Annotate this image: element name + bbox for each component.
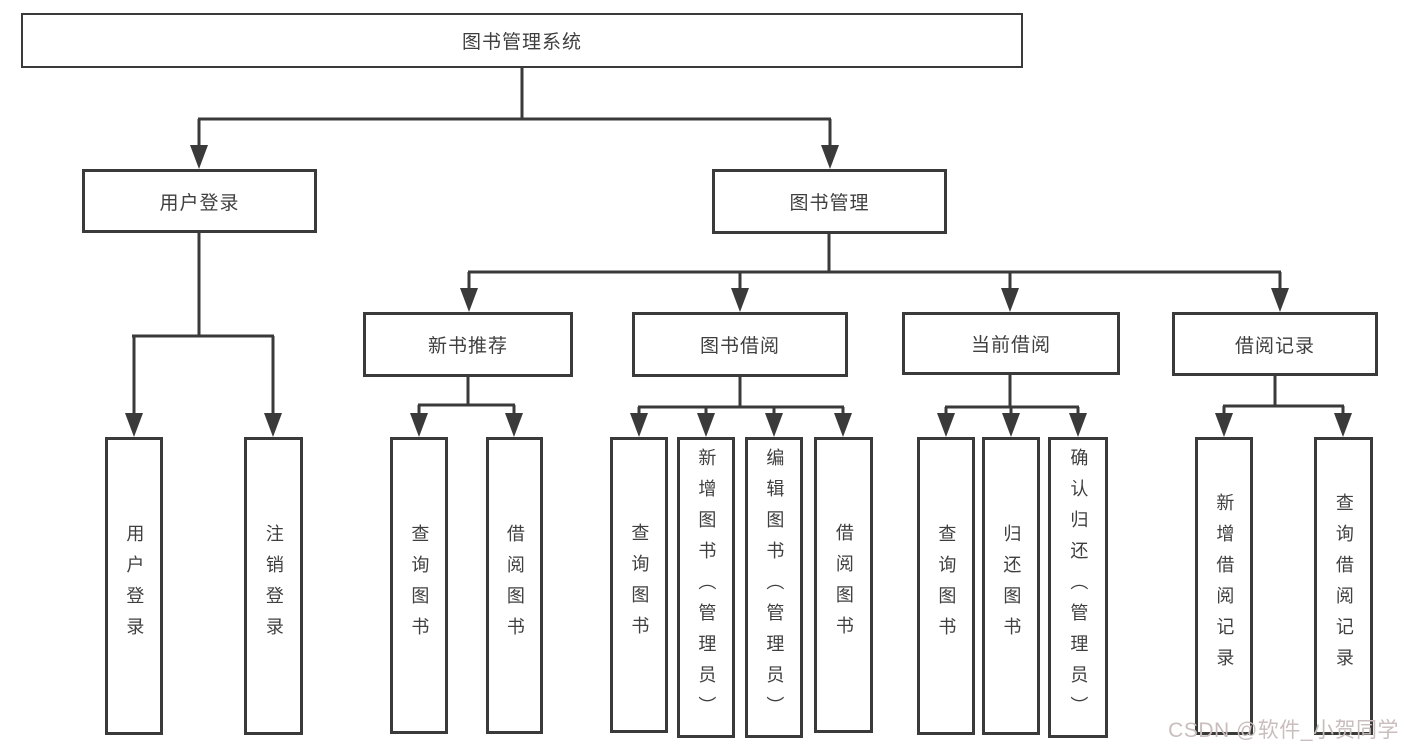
leaf-edit-books-admin-label: 编辑图书（管理员） (764, 448, 785, 727)
node-current-borrow: 当前借阅 (902, 312, 1120, 375)
arrow-down-icon (1069, 413, 1087, 437)
node-book-borrow: 图书借阅 (632, 312, 848, 377)
node-book-management: 图书管理 (712, 169, 947, 234)
node-borrow-records: 借阅记录 (1172, 312, 1378, 376)
node-user-login-label: 用户登录 (159, 192, 240, 214)
leaf-edit-books-admin: 编辑图书（管理员） (745, 437, 803, 738)
arrow-down-icon (765, 413, 783, 437)
node-borrow-records-label: 借阅记录 (1234, 335, 1315, 357)
arrow-down-icon (834, 413, 852, 437)
arrow-down-icon (731, 288, 749, 312)
arrow-down-icon (505, 413, 523, 437)
leaf-confirm-return-admin: 确认归还（管理员） (1048, 437, 1108, 738)
leaf-query-books-1-label: 查询图书 (409, 523, 430, 648)
node-root-label: 图书管理系统 (461, 32, 582, 53)
arrow-down-icon (1271, 288, 1289, 312)
leaf-query-books-2: 查询图书 (610, 437, 668, 733)
leaf-user-login: 用户登录 (105, 437, 163, 735)
arrow-down-icon (1002, 413, 1020, 437)
arrow-down-icon (264, 413, 282, 437)
leaf-query-borrow-record-label: 查询借阅记录 (1333, 493, 1354, 679)
leaf-logout: 注销登录 (244, 437, 303, 735)
leaf-borrow-books-2: 借阅图书 (814, 437, 873, 733)
arrow-down-icon (1001, 288, 1019, 312)
connector-root (197, 68, 832, 146)
node-root: 图书管理系统 (21, 13, 1023, 68)
arrow-down-icon (410, 413, 428, 437)
leaf-query-books-3-label: 查询图书 (936, 524, 957, 648)
connector-borrow-records (1222, 376, 1345, 415)
leaf-borrow-books-1-label: 借阅图书 (504, 523, 525, 648)
node-book-management-label: 图书管理 (789, 193, 870, 214)
node-new-book-recommend: 新书推荐 (363, 312, 573, 377)
leaf-query-books-1: 查询图书 (390, 437, 448, 734)
leaf-return-books: 归还图书 (982, 437, 1040, 735)
leaf-add-borrow-record-label: 新增借阅记录 (1214, 493, 1235, 679)
arrow-down-icon (937, 413, 955, 437)
watermark: CSDN @软件_小贺同学 (1168, 719, 1399, 742)
connector-book-management (467, 234, 1282, 290)
connector-book-borrow (637, 377, 845, 415)
leaf-query-borrow-record: 查询借阅记录 (1314, 437, 1373, 735)
leaf-query-books-2-label: 查询图书 (629, 523, 650, 647)
leaf-borrow-books-2-label: 借阅图书 (833, 523, 854, 647)
connector-user-login (132, 233, 275, 416)
leaf-confirm-return-admin-label: 确认归还（管理员） (1068, 448, 1089, 727)
leaf-add-books-admin-label: 新增图书（管理员） (696, 448, 717, 727)
arrow-down-icon (125, 413, 143, 437)
leaf-borrow-books-1: 借阅图书 (486, 437, 543, 734)
arrow-down-icon (460, 288, 478, 312)
arrow-down-icon (1334, 413, 1352, 437)
node-new-book-recommend-label: 新书推荐 (427, 336, 508, 357)
leaf-logout-label: 注销登录 (263, 524, 284, 648)
arrow-down-icon (190, 145, 208, 169)
connector-new-book-rec (417, 377, 516, 415)
arrow-down-icon (697, 413, 715, 437)
connector-current-borrow (944, 375, 1080, 415)
node-book-borrow-label: 图书借阅 (699, 336, 780, 357)
node-current-borrow-label: 当前借阅 (970, 335, 1051, 356)
node-user-login: 用户登录 (82, 169, 317, 233)
leaf-return-books-label: 归还图书 (1001, 524, 1022, 648)
leaf-query-books-3: 查询图书 (917, 437, 975, 735)
arrow-down-icon (630, 413, 648, 437)
arrow-down-icon (821, 145, 839, 169)
leaf-add-borrow-record: 新增借阅记录 (1195, 437, 1253, 735)
arrow-down-icon (1215, 413, 1233, 437)
leaf-add-books-admin: 新增图书（管理员） (677, 437, 735, 738)
leaf-user-login-label: 用户登录 (124, 524, 145, 648)
